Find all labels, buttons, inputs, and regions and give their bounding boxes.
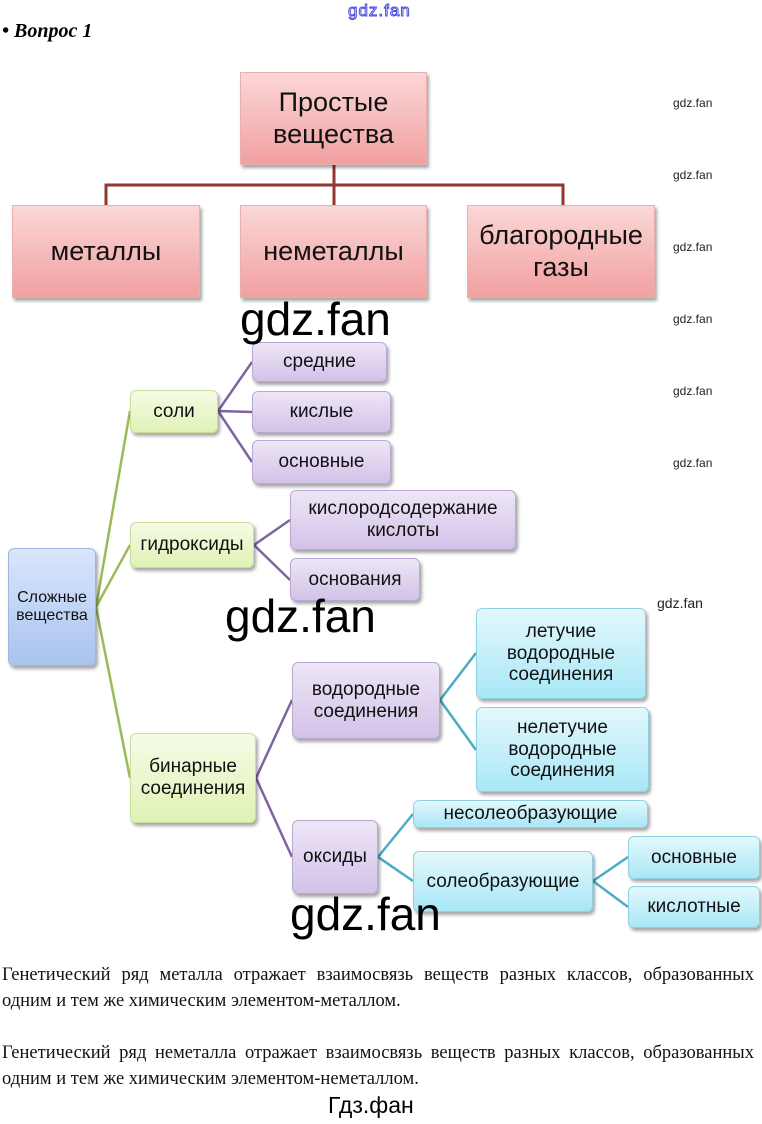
complex-substances-box: Сложные вещества xyxy=(8,548,96,666)
nonvolatile-hydrogen-box: нелетучие водородные соединения xyxy=(476,707,649,792)
oxides-box: оксиды xyxy=(292,820,378,894)
cyan-connectors xyxy=(377,652,629,909)
basic-oxides-box: основные xyxy=(628,836,760,879)
non-salt-forming-box: несолеобразующие xyxy=(413,800,648,828)
watermark-side: gdz.fan xyxy=(673,312,713,326)
oxygen-acids-box: кислородсодержание кислоты xyxy=(290,490,516,550)
watermark-side: gdz.fan xyxy=(657,595,703,611)
watermark-side: gdz.fan xyxy=(673,456,713,470)
watermark-side: gdz.fan xyxy=(673,240,713,254)
simple-connectors xyxy=(104,165,565,205)
salt-medium-box: средние xyxy=(252,342,387,382)
paragraph-nonmetal-series: Генетический ряд неметалла отражает взаи… xyxy=(2,1043,754,1089)
watermark-footer: Гдз.фан xyxy=(328,1092,414,1118)
volatile-hydrogen-box: летучие водородные соединения xyxy=(476,608,646,699)
acidic-oxides-box: кислотные xyxy=(628,886,760,928)
hydrogen-compounds-box: водородные соединения xyxy=(292,662,440,739)
metals-box: металлы xyxy=(12,205,200,298)
watermark-top: gdz.fan xyxy=(348,1,411,21)
salt-acid-box: кислые xyxy=(252,391,391,433)
watermark-big: gdz.fan xyxy=(290,888,441,940)
watermark-side: gdz.fan xyxy=(673,96,713,110)
purple-connectors xyxy=(216,361,294,858)
salt-basic-box: основные xyxy=(252,440,391,484)
bases-box: основания xyxy=(290,558,420,601)
salt-forming-box: солеобразующие xyxy=(413,851,593,912)
salts-box: соли xyxy=(130,390,218,433)
paragraph-metal-series: Генетический ряд металла отражает взаимо… xyxy=(2,965,754,1011)
watermark-big: gdz.fan xyxy=(240,293,391,345)
green-connectors xyxy=(94,410,132,779)
watermark-side: gdz.fan xyxy=(673,384,713,398)
watermark-big: gdz.fan xyxy=(225,590,376,642)
noble-gases-box: благородные газы xyxy=(467,205,655,298)
question-heading: • Вопрос 1 xyxy=(2,20,93,42)
hydroxides-box: гидроксиды xyxy=(130,522,254,568)
binary-compounds-box: бинарные соединения xyxy=(130,733,256,823)
simple-substances-box: Простые вещества xyxy=(240,72,427,165)
nonmetals-box: неметаллы xyxy=(240,205,427,298)
watermark-side: gdz.fan xyxy=(673,168,713,182)
